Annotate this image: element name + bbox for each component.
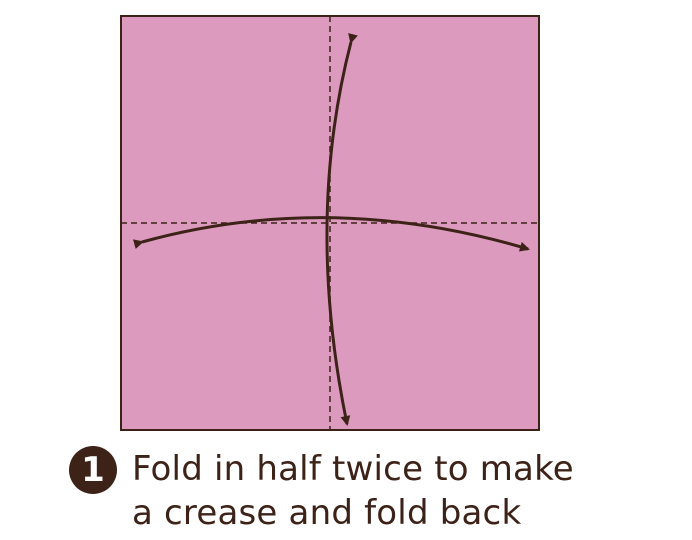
instruction-line-1: Fold in half twice to make <box>132 449 574 489</box>
instruction-line-2: a crease and fold back <box>132 493 522 533</box>
vertical-fold-arrow <box>325 33 358 426</box>
step-number-badge: 1 <box>69 446 117 494</box>
step-instruction: Fold in half twice to make a crease and … <box>132 447 672 535</box>
horizontal-fold-arrow <box>132 216 530 252</box>
